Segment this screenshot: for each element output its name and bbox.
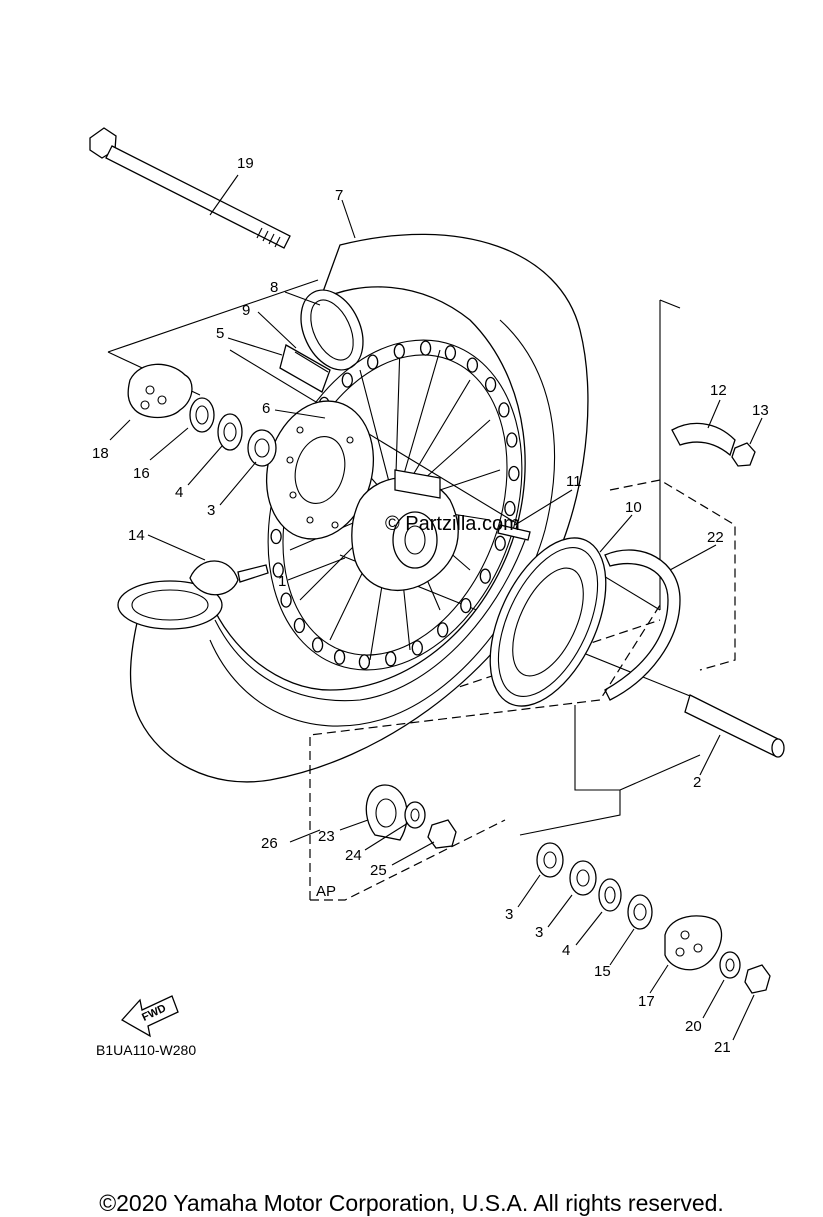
chain-part-22 bbox=[604, 549, 681, 701]
spoke-nipple bbox=[494, 535, 506, 551]
plate-part-17 bbox=[664, 915, 723, 971]
sprocket-part-10 bbox=[489, 537, 607, 707]
callout-15: 15 bbox=[594, 963, 611, 980]
brake-plate-part-18 bbox=[127, 363, 193, 419]
callout-8: 8 bbox=[270, 279, 278, 296]
callout-12: 12 bbox=[710, 382, 727, 399]
watermark-text: © Partzilla.com bbox=[385, 513, 520, 535]
plate-part-12 bbox=[671, 422, 736, 457]
rim-band-part-9 bbox=[279, 344, 331, 393]
spoke-nipple bbox=[504, 500, 516, 517]
spoke-nipple bbox=[479, 568, 491, 584]
callout-5: 5 bbox=[216, 325, 224, 342]
lock-washer-part-24 bbox=[404, 801, 426, 829]
callout-18: 18 bbox=[92, 445, 109, 462]
spoke-nipple bbox=[437, 622, 449, 638]
collar-part-15 bbox=[627, 894, 653, 930]
spoke-nipple bbox=[385, 651, 397, 667]
callout-25: 25 bbox=[370, 862, 387, 879]
washer-part-20 bbox=[719, 951, 741, 979]
nut-part-25 bbox=[427, 819, 457, 849]
callout-3-left: 3 bbox=[207, 502, 215, 519]
spoke-nipple bbox=[272, 562, 284, 578]
spoke-nipple bbox=[367, 354, 379, 370]
axle-part-19 bbox=[89, 127, 291, 249]
callout-20: 20 bbox=[685, 1018, 702, 1035]
ap-label: AP bbox=[316, 883, 336, 900]
spoke-nipple bbox=[411, 640, 423, 656]
spoke-nipple bbox=[280, 592, 292, 608]
spoke-nipple bbox=[466, 357, 479, 373]
callout-2: 2 bbox=[693, 774, 701, 791]
callout-labels: 19 7 8 9 5 6 11 10 22 12 13 14 1 18 16 4… bbox=[92, 155, 769, 1056]
spoke-nipple bbox=[498, 402, 510, 418]
bearing-part-3-right-b bbox=[569, 860, 597, 896]
drive-sprocket-part-23 bbox=[365, 784, 408, 841]
diagram-code: B1UA110-W280 bbox=[96, 1042, 196, 1058]
spoke-nipple bbox=[506, 432, 518, 448]
callout-3-right-b: 3 bbox=[535, 924, 543, 941]
callout-11: 11 bbox=[566, 473, 582, 490]
callout-24: 24 bbox=[345, 847, 362, 864]
seal-part-4-left bbox=[217, 413, 243, 451]
spacer-part-2 bbox=[684, 694, 785, 758]
callout-3-right-a: 3 bbox=[505, 906, 513, 923]
callout-4-right: 4 bbox=[562, 942, 570, 959]
spoke-nipple bbox=[508, 465, 520, 482]
spoke-nipple bbox=[270, 528, 282, 545]
tire-part-7 bbox=[117, 233, 589, 783]
spoke-nipple bbox=[484, 376, 497, 393]
bearing-part-3-left bbox=[247, 429, 277, 467]
spoke-nipple bbox=[358, 654, 371, 670]
spoke-nipple bbox=[444, 345, 457, 361]
callout-19: 19 bbox=[237, 155, 254, 172]
valve-part-14 bbox=[189, 560, 269, 596]
callout-22: 22 bbox=[707, 529, 724, 546]
callout-14: 14 bbox=[128, 527, 145, 544]
callout-9: 9 bbox=[242, 302, 250, 319]
callout-26: 26 bbox=[261, 835, 278, 852]
nut-part-21 bbox=[744, 964, 771, 994]
callout-21: 21 bbox=[714, 1039, 731, 1056]
spoke-nipple bbox=[460, 597, 472, 614]
spoke-nipple bbox=[341, 372, 353, 388]
callout-7: 7 bbox=[335, 187, 343, 204]
callout-6: 6 bbox=[262, 400, 270, 417]
copyright-text: ©2020 Yamaha Motor Corporation, U.S.A. A… bbox=[99, 1190, 724, 1216]
stud-part-11 bbox=[497, 524, 531, 541]
spoke-nipple bbox=[293, 617, 306, 634]
spoke-nipple bbox=[393, 343, 405, 359]
callout-17: 17 bbox=[638, 993, 655, 1010]
callout-4-left: 4 bbox=[175, 484, 183, 501]
callout-16: 16 bbox=[133, 465, 150, 482]
spoke-nipple bbox=[419, 340, 432, 356]
nut-part-13 bbox=[731, 442, 756, 467]
bearing-part-3-right-a bbox=[536, 842, 564, 878]
seal-part-4-right bbox=[598, 878, 622, 912]
callout-23: 23 bbox=[318, 828, 335, 845]
leader-lines bbox=[109, 174, 763, 1041]
callout-13: 13 bbox=[752, 402, 769, 419]
callout-10: 10 bbox=[625, 499, 642, 516]
spoke-nipple bbox=[333, 649, 346, 665]
callout-1: 1 bbox=[278, 573, 286, 590]
hub-part-1 bbox=[351, 469, 459, 592]
fwd-arrow-icon: FWD bbox=[120, 995, 179, 1038]
brake-disc-part-6 bbox=[265, 400, 375, 540]
spoke-nipple bbox=[311, 637, 324, 653]
collar-part-16 bbox=[189, 397, 215, 433]
